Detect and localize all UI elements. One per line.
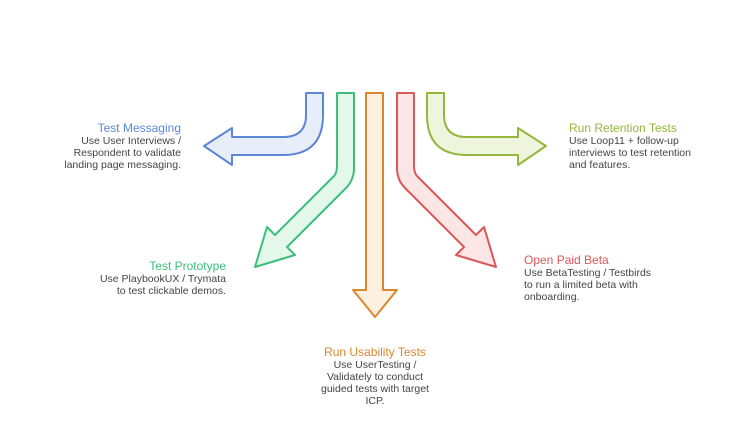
arrow-test-prototype xyxy=(254,92,355,268)
body-line: Use UserTesting / xyxy=(333,359,417,371)
body-line: landing page messaging. xyxy=(64,159,181,171)
body-line: to test clickable demos. xyxy=(116,285,226,297)
arrow-run-retention-tests xyxy=(426,92,547,166)
label-test-messaging: Test Messaging Use User Interviews / Res… xyxy=(64,121,181,172)
arrow-run-usability-tests xyxy=(352,92,398,318)
label-run-usability-tests: Run Usability Tests Use UserTesting / Va… xyxy=(295,345,455,408)
body-line: interviews to test retention xyxy=(569,147,691,159)
title: Run Usability Tests xyxy=(324,345,426,359)
title: Open Paid Beta xyxy=(524,253,609,267)
title: Test Prototype xyxy=(149,259,226,273)
arrow-open-paid-beta xyxy=(396,92,497,268)
label-test-prototype: Test Prototype Use PlaybookUX / Trymata … xyxy=(99,259,226,298)
arrow-test-messaging xyxy=(203,92,324,166)
body-line: to run a limited beta with xyxy=(524,279,638,291)
body-line: Validately to conduct xyxy=(326,371,424,383)
title: Test Messaging xyxy=(97,121,181,135)
body-line: ICP. xyxy=(365,395,385,407)
label-open-paid-beta: Open Paid Beta Use BetaTesting / Testbir… xyxy=(524,253,652,304)
body-line: Use User Interviews / xyxy=(81,135,181,147)
body-line: Respondent to validate xyxy=(73,147,181,159)
body-line: Use BetaTesting / Testbirds xyxy=(524,267,652,279)
body-line: and features. xyxy=(569,159,631,171)
body-line: guided tests with target xyxy=(321,383,429,395)
label-run-retention-tests: Run Retention Tests Use Loop11 + follow-… xyxy=(569,121,691,172)
title: Run Retention Tests xyxy=(569,121,677,135)
body-line: onboarding. xyxy=(524,291,580,303)
body-line: Use Loop11 + follow-up xyxy=(569,135,679,147)
body-line: Use PlaybookUX / Trymata xyxy=(99,273,226,285)
